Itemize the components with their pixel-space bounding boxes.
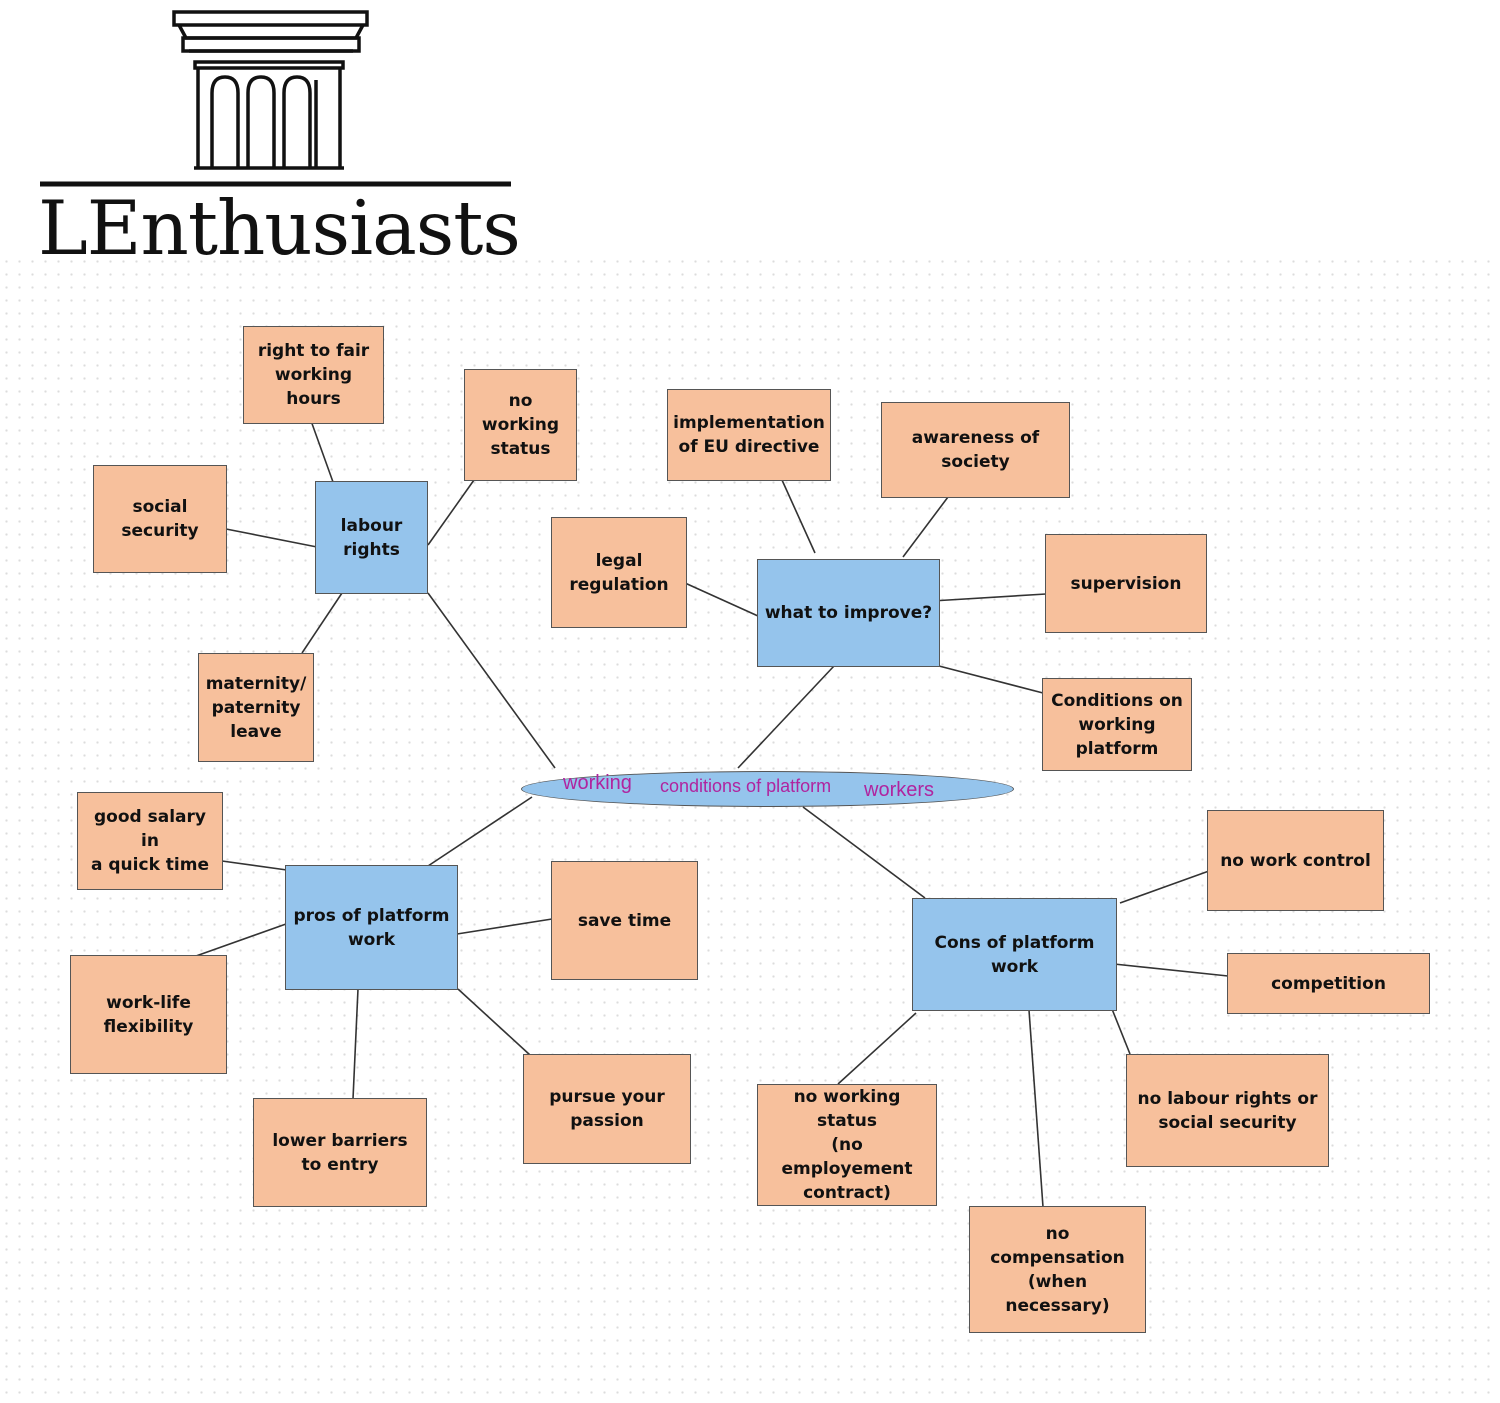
link-pros-passion: [457, 988, 531, 1056]
node-no-working-status: no working status: [464, 369, 577, 481]
link-pros-salary: [221, 860, 295, 872]
node-pursue-your-passion: pursue your passion: [523, 1054, 691, 1164]
node-awareness-of-society: awareness of society: [881, 402, 1070, 498]
center-word-2: conditions of platform: [660, 776, 832, 796]
node-legal-regulation: legal regulation: [551, 517, 687, 628]
node-no-compensation: no compensation (when necessary): [969, 1206, 1146, 1333]
link-center-pros: [427, 796, 533, 867]
link-center-cons: [802, 806, 926, 899]
logo-wordmark: LEnthusiasts: [38, 184, 521, 272]
link-improve-legal: [684, 582, 759, 617]
central-topic: working conditions of platform workers: [521, 771, 1014, 807]
link-cons-control: [1119, 870, 1210, 904]
node-work-life-flexibility: work-life flexibility: [70, 955, 227, 1074]
node-competition: competition: [1227, 953, 1430, 1014]
center-word-1: working: [563, 772, 632, 794]
link-labour-hours: [309, 417, 334, 483]
link-improve-supervision: [931, 593, 1047, 602]
center-word-3: workers: [864, 779, 935, 801]
link-pros-flex: [195, 923, 287, 957]
node-social-security: social security: [93, 465, 227, 573]
hub-labour-rights: labour rights: [315, 481, 428, 594]
link-center-labour: [427, 592, 556, 769]
link-labour-leave: [301, 592, 343, 654]
link-labour-status: [427, 479, 475, 546]
hub-pros-of-platform-work: pros of platform work: [285, 865, 458, 990]
node-implementation-of-eu-directive: implementation of EU directive: [667, 389, 831, 481]
node-no-labour-rights-or-social-security: no labour rights or social security: [1126, 1054, 1329, 1167]
hub-what-to-improve: what to improve?: [757, 559, 940, 667]
column-logo-icon: [40, 10, 511, 187]
link-improve-eu: [781, 479, 816, 554]
node-save-time: save time: [551, 861, 698, 980]
link-improve-awareness: [902, 496, 949, 558]
link-pros-savetime: [456, 918, 553, 935]
link-improve-conditions: [938, 665, 1044, 694]
link-cons-status: [837, 1012, 917, 1085]
link-cons-rights: [1109, 1003, 1131, 1055]
node-no-work-control: no work control: [1207, 810, 1384, 911]
hub-cons-of-platform-work: Cons of platform work: [912, 898, 1117, 1011]
node-no-working-status-contract: no working status (no employement contra…: [757, 1084, 937, 1206]
node-conditions-on-working-platform: Conditions on working platform: [1042, 678, 1192, 771]
link-center-improve: [737, 665, 835, 769]
node-good-salary: good salary in a quick time: [77, 792, 223, 890]
link-cons-compensation: [1028, 1009, 1044, 1208]
link-pros-barriers: [352, 988, 359, 1100]
node-right-to-fair-working-hours: right to fair working hours: [243, 326, 384, 424]
node-lower-barriers-to-entry: lower barriers to entry: [253, 1098, 427, 1207]
node-supervision: supervision: [1045, 534, 1207, 633]
link-cons-competition: [1113, 963, 1229, 977]
link-labour-security: [225, 528, 318, 548]
node-maternity-paternity-leave: maternity/ paternity leave: [198, 653, 314, 762]
